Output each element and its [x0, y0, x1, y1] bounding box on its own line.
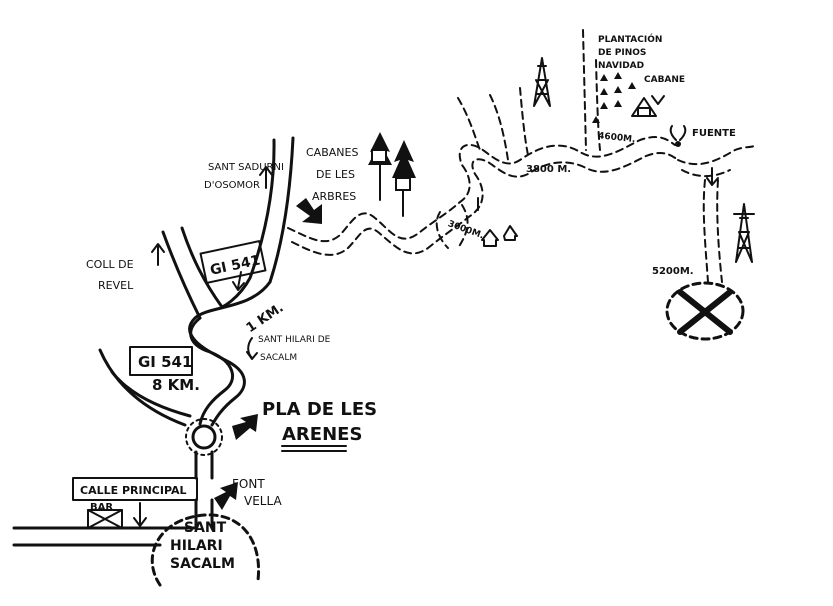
road-number-gi541-top: GI 541: [209, 253, 262, 279]
calle-principal-sign: [72, 477, 198, 501]
down-arrow-icon: [706, 167, 719, 186]
hut-icon: [481, 225, 518, 247]
label-plantacion: PLANTACIÓN DE PINOS NAVIDAD: [598, 33, 666, 71]
label-bar: BAR: [90, 502, 113, 513]
fountain-icon: [669, 125, 687, 147]
label-pla-de-les: PLA DE LES: [262, 399, 377, 420]
label-distance-4600: 4600M.: [598, 131, 636, 145]
down-arrow-icon: [246, 337, 258, 360]
hiking-trail: [287, 29, 757, 283]
pine-plantation-icon: [592, 72, 636, 123]
cabin-icon: [631, 95, 665, 117]
direction-arrow-icon: [232, 414, 258, 440]
label-sant-hilari-direction: SANT HILARI DE SACALM: [258, 335, 333, 363]
label-cabanes: CABANES DE LES ARBRES: [306, 146, 362, 203]
road-sign-gi541-top: [199, 240, 267, 284]
road-sign-gi541-left: [129, 346, 193, 376]
label-distance-3000: 3000M.: [446, 219, 485, 241]
power-tower-icon: [733, 203, 755, 263]
label-distance-8km: 8 KM.: [152, 376, 200, 394]
tree-icon: [368, 132, 392, 201]
arenes-underline: [281, 445, 347, 452]
north-arrow-icon: [151, 243, 165, 266]
power-tower-icon: [533, 57, 551, 107]
road-gi541-north: [161, 136, 295, 320]
down-arrow-icon: [133, 502, 147, 527]
destination-marker: [665, 281, 745, 341]
direction-arrow-icon: [214, 482, 238, 510]
north-arrow-icon: [259, 166, 273, 189]
label-fuente: FUENTE: [692, 128, 736, 139]
label-arenes: ARENES: [282, 424, 362, 445]
tree-icon: [392, 140, 416, 217]
calle-principal-road: [12, 450, 214, 547]
label-font-vella: FONT VELLA: [232, 477, 282, 508]
label-distance-1km: 1 KM.: [244, 300, 287, 336]
label-town: SANT HILARI SACALM: [170, 520, 235, 572]
label-cabane: CABANE: [644, 75, 685, 85]
winding-road: [188, 280, 272, 427]
label-calle-principal: CALLE PRINCIPAL: [80, 484, 187, 497]
road-number-gi541-left: GI 541: [138, 353, 192, 371]
roundabout: [185, 418, 223, 456]
label-distance-5200: 5200M.: [652, 266, 694, 277]
town-boundary: [150, 513, 261, 587]
label-sant-saturni: SANT SADURNI D'OSOMOR: [204, 162, 287, 191]
bar-icon: [87, 509, 123, 529]
road-gi541-west: [98, 348, 192, 427]
down-arrow-icon: [232, 271, 245, 291]
label-coll-de-revel: COLL DE REVEL: [86, 258, 137, 292]
direction-arrow-icon: [296, 198, 322, 224]
label-distance-3800: 3800 M.: [526, 164, 571, 175]
